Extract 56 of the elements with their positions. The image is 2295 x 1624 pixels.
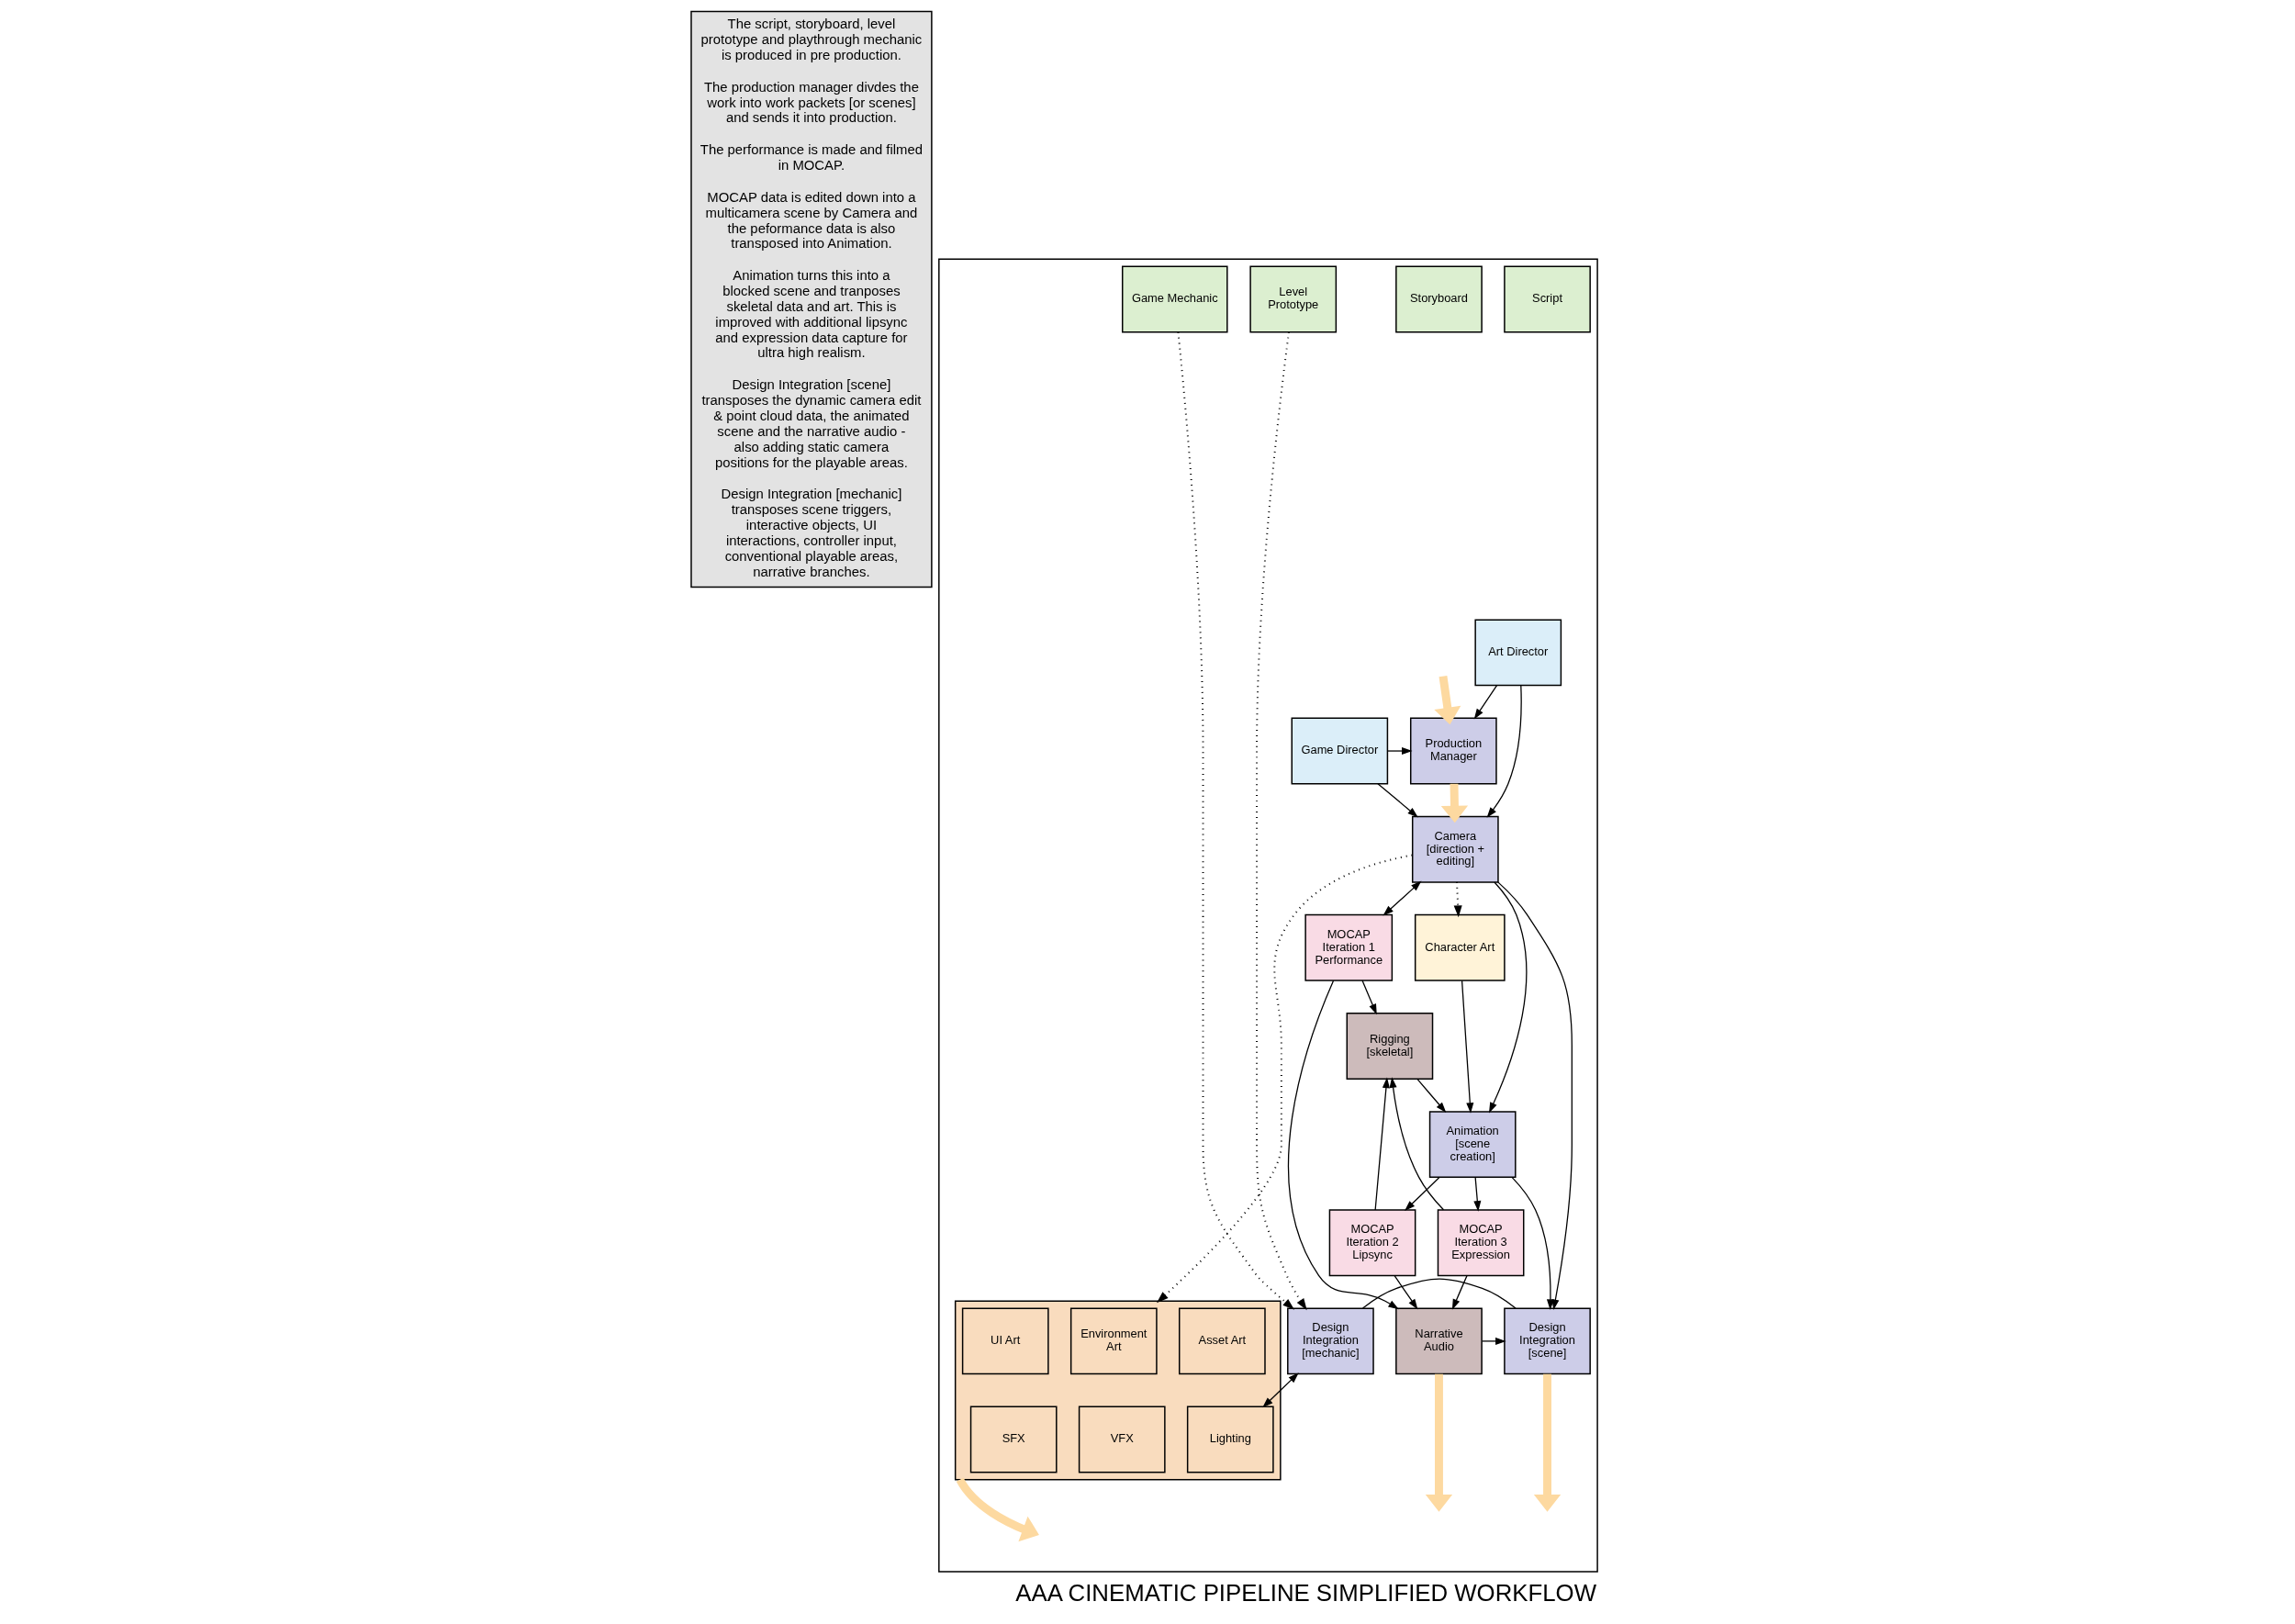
node-box: MOCAP Iteration 1 Performance [1304,913,1393,981]
arrow [1472,1176,1481,1212]
node-box: Game Mechanic [1121,265,1228,333]
arrow [1488,881,1527,1114]
node-box: VFX [1078,1406,1166,1473]
arrow [1287,980,1399,1310]
node-box: Lighting [1186,1406,1274,1473]
node-box: Script [1503,265,1591,333]
arrow [1486,685,1522,818]
arrow [1416,1078,1446,1114]
node-box: Environment Art [1069,1307,1158,1375]
arrow [1393,1274,1417,1310]
arrow [1386,747,1413,756]
node-box: The script, storyboard, level prototype and playthrough mechanic is produced in pre production. The production manager divdes the work into work packets [or scenes] and sends it into production. The performance is made and filmed in MOCAP. MOCAP data is edited down into a multicamera scene by Camera and the peformance data is also transposed into Animation. Animation turns this into a blocked scene and tranposes skeletal data and art. This is improved with additional lipsync and expression data capture for ultra high realism. Design Integration [scene] transposes the dynamic camera edit & point cloud data, the animated scene and the narrative audio - also adding static camera positions for the playable areas. Design Integration [mechanic] transposes scene triggers, interactive objects, UI interactions, controller input, conventional playable areas, narrative branches. [689,10,933,588]
connector [1361,1278,1517,1309]
arrow [1481,1337,1506,1345]
node-box: UI Art [961,1307,1049,1375]
node-box: Asset Art [1178,1307,1266,1375]
node-box: Animation [scene creation] [1428,1111,1517,1179]
diagram-title: AAA CINEMATIC PIPELINE SIMPLIFIED WORKFLOW [1014,1580,1596,1607]
arrow [1496,881,1573,1311]
node-box: Rigging [skeletal] [1346,1013,1433,1080]
arrow [1461,980,1473,1114]
cluster [954,1300,1282,1481]
node-box: MOCAP Iteration 2 Lipsync [1328,1209,1416,1277]
arrow [1404,1176,1440,1212]
cluster [937,258,1598,1573]
node-box: Level Prototype [1248,265,1337,333]
arrow [1473,684,1497,720]
arrow [1433,675,1461,725]
node-box: Narrative Audio [1394,1307,1483,1375]
arrow [1261,1372,1299,1408]
node-box: Design Integration [mechanic] [1286,1307,1374,1375]
node-box: Camera [direction + editing] [1411,815,1499,883]
node-box: Storyboard [1394,265,1483,333]
arrow [1453,880,1462,918]
arrow [1360,980,1377,1015]
node-box: Game Director [1291,717,1388,785]
arrow [1425,1373,1452,1512]
node-box: Character Art [1414,913,1506,981]
arrow [1511,1177,1554,1310]
arrow [1383,880,1421,916]
arrow [1177,330,1294,1310]
node-box: MOCAP Iteration 3 Expression [1437,1209,1524,1277]
node-box: Production Manager [1409,717,1497,785]
node-box: SFX [969,1406,1058,1473]
arrow [1440,783,1468,823]
node-box: Design Integration [scene] [1503,1307,1591,1375]
arrow [1533,1373,1561,1512]
arrow [1255,330,1307,1311]
node-box: Art Director [1473,619,1562,687]
arrow [1376,783,1418,818]
arrow [1451,1274,1468,1310]
arrow [1156,854,1413,1304]
arrow [1374,1077,1390,1211]
arrow [1389,1077,1444,1211]
